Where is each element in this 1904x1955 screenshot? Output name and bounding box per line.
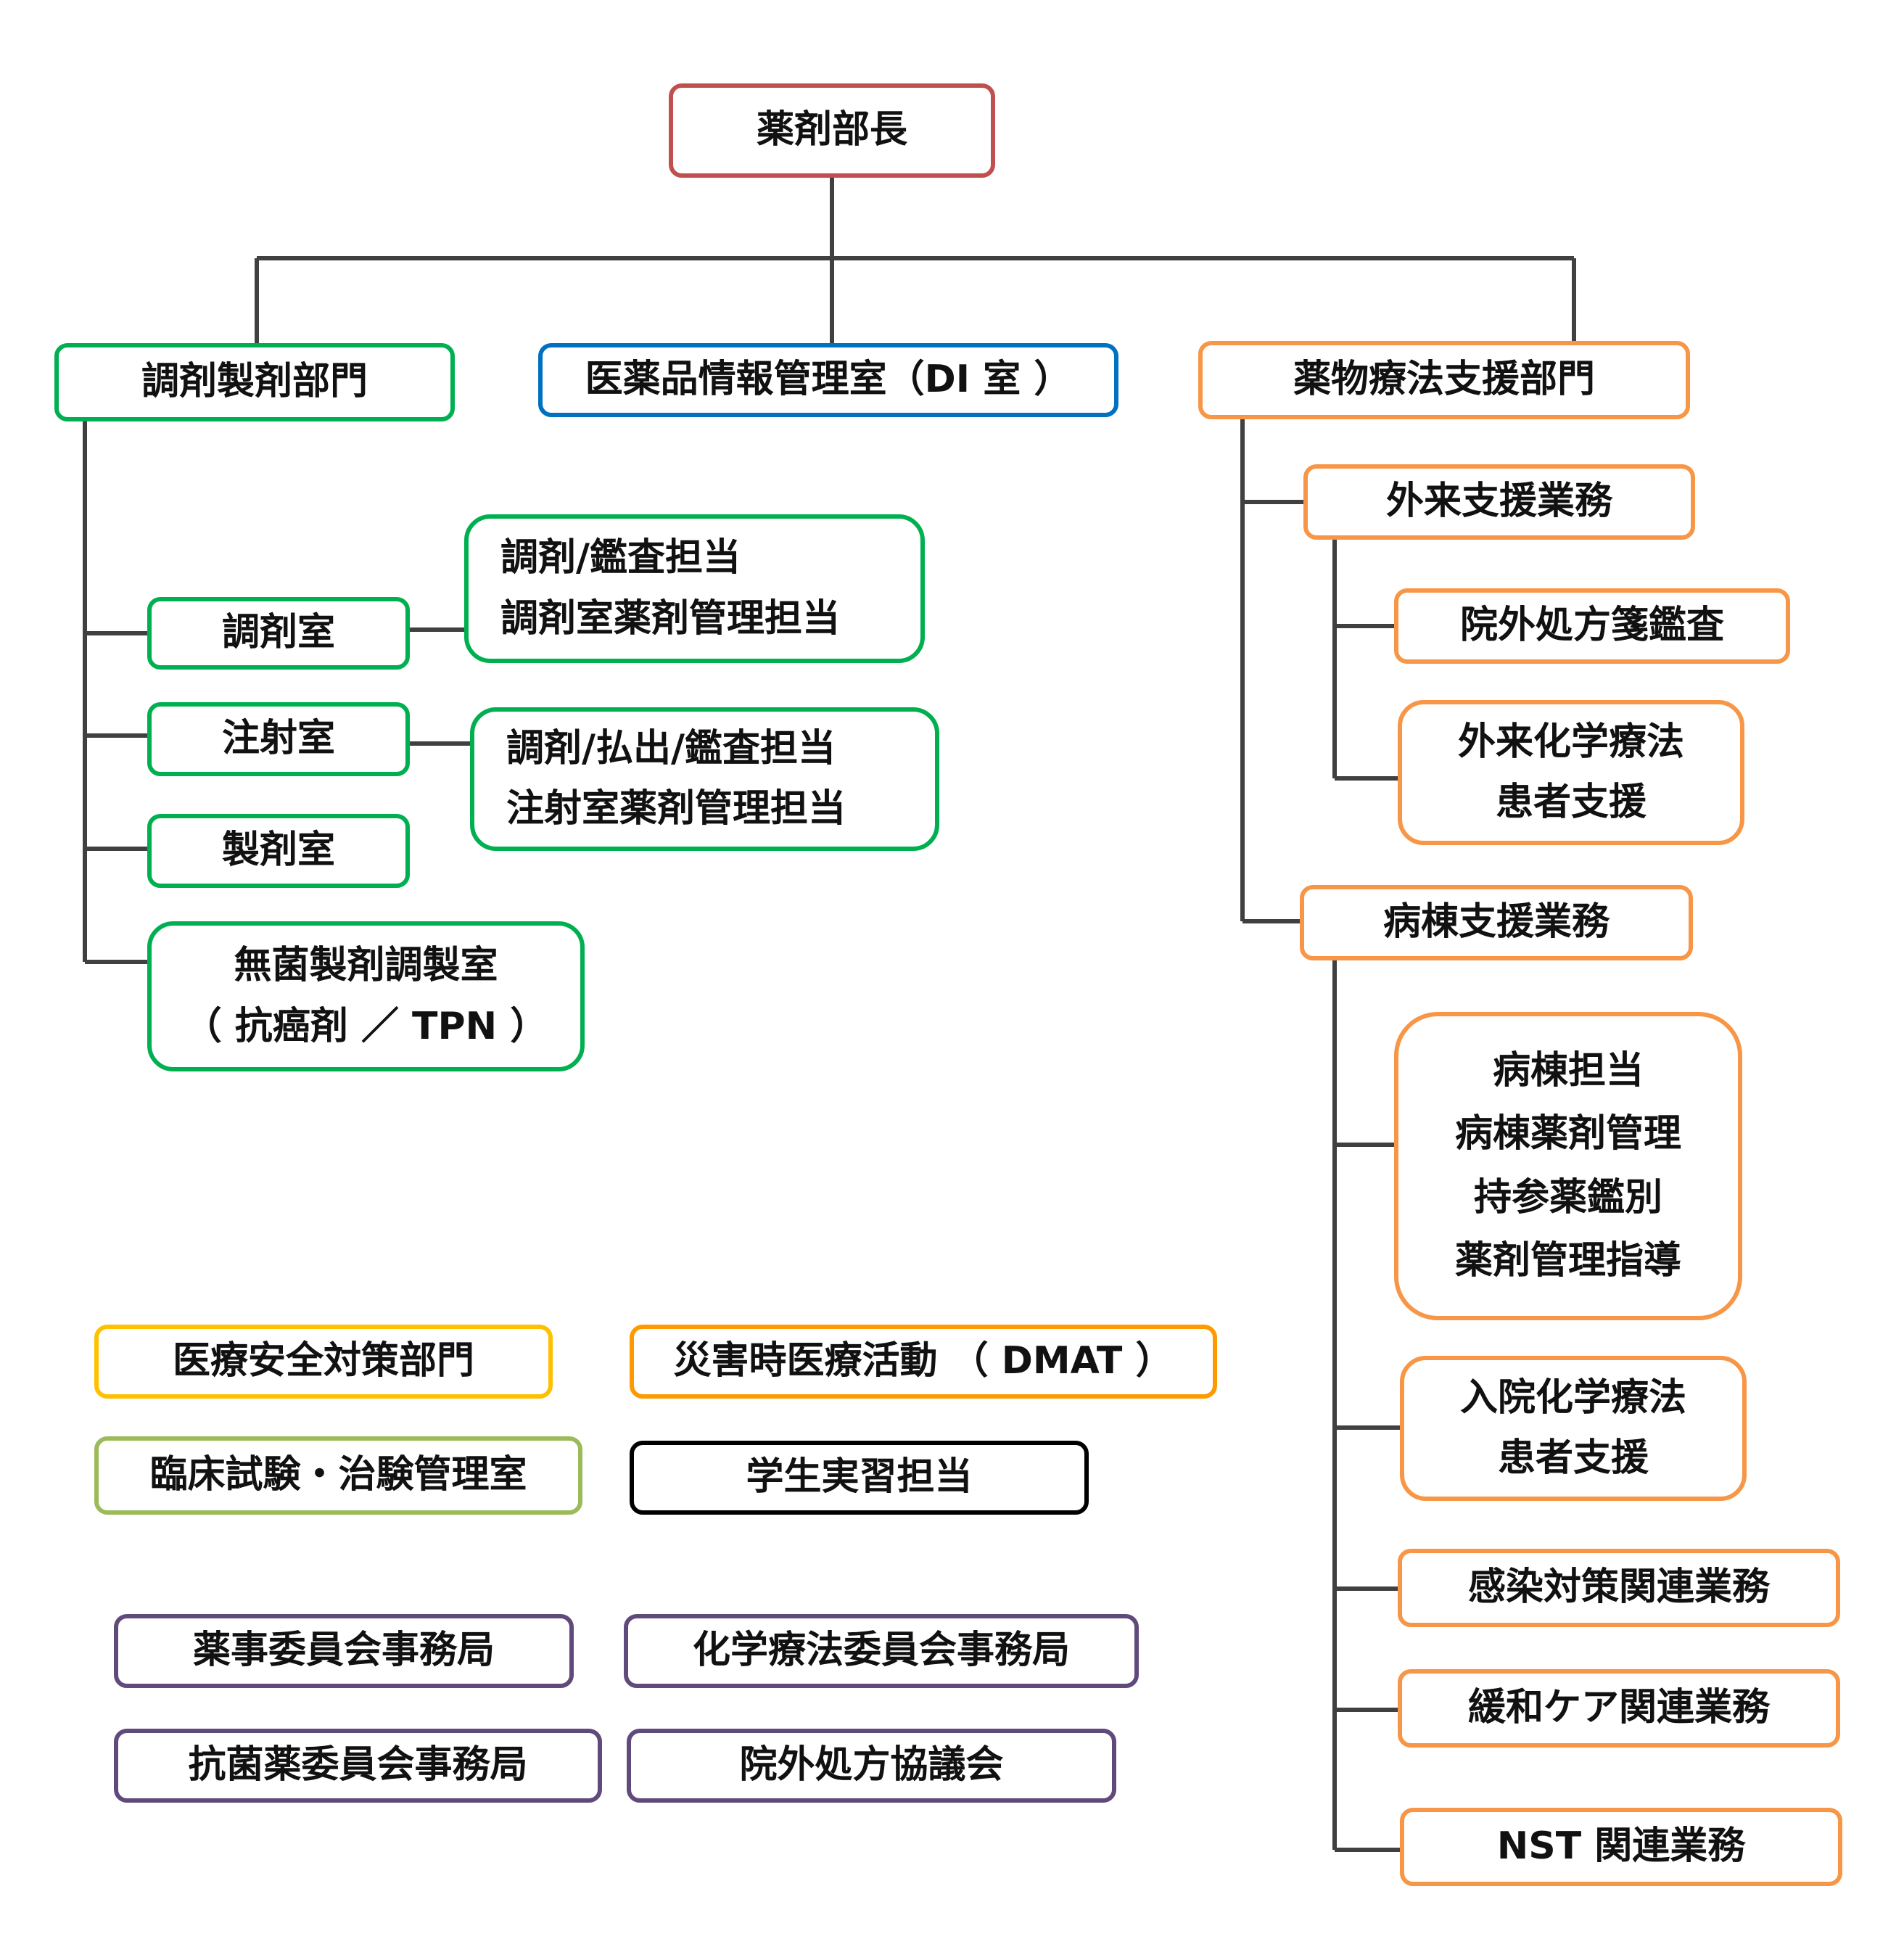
outpatient-chemo-box: 外来化学療法 患者支援 (1398, 700, 1744, 845)
preparation-room-label: 製剤室 (221, 828, 335, 873)
ward-support-label: 病棟支援業務 (1382, 900, 1610, 944)
injection-room-tasks-box: 調剤/払出/鑑査担当 注射室薬剤管理担当 (470, 707, 939, 851)
injection-task-2: 注射室薬剤管理担当 (506, 787, 846, 831)
therapy-dept-label: 薬物療法支援部門 (1293, 358, 1595, 402)
clinical-trial-box: 臨床試験・治験管理室 (94, 1436, 582, 1515)
infection-control-box: 感染対策関連業務 (1398, 1549, 1840, 1627)
inpatient-chemo-label: 入院化学療法 (1459, 1375, 1686, 1420)
nst-box: NST 関連業務 (1400, 1808, 1842, 1886)
dispensing-dept-box: 調剤製剤部門 (54, 343, 455, 421)
antibiotic-committee-label: 抗菌薬委員会事務局 (188, 1743, 528, 1787)
ward-tasks-box: 病棟担当 病棟薬剤管理 持参薬鑑別 薬剤管理指導 (1394, 1012, 1742, 1320)
antibiotic-committee-box: 抗菌薬委員会事務局 (114, 1729, 602, 1803)
injection-room-label: 注射室 (221, 717, 335, 761)
ward-task-2: 病棟薬剤管理 (1454, 1112, 1681, 1156)
prescription-audit-label: 院外処方箋鑑査 (1459, 604, 1724, 648)
outpatient-chemo-sub: 患者支援 (1495, 781, 1647, 824)
outside-prescription-council-label: 院外処方協議会 (739, 1743, 1004, 1787)
sterile-room-box: 無菌製剤調製室 （ 抗癌剤 ／ TPN ） (147, 921, 585, 1071)
director-label: 薬剤部長 (756, 108, 907, 152)
director-box: 薬剤部長 (669, 83, 995, 178)
chemo-committee-box: 化学療法委員会事務局 (624, 1614, 1139, 1688)
dmat-label: 災害時医療活動 （ DMAT ） (673, 1339, 1174, 1383)
dmat-box: 災害時医療活動 （ DMAT ） (630, 1325, 1217, 1399)
inpatient-chemo-sub: 患者支援 (1497, 1436, 1649, 1480)
chemo-committee-label: 化学療法委員会事務局 (692, 1629, 1070, 1673)
ward-support-box: 病棟支援業務 (1300, 885, 1693, 960)
sterile-room-label: 無菌製剤調製室 (234, 944, 498, 988)
dispensing-task-1: 調剤/鑑査担当 (500, 536, 741, 580)
therapy-dept-box: 薬物療法支援部門 (1198, 341, 1690, 419)
palliative-care-label: 緩和ケア関連業務 (1467, 1686, 1770, 1730)
dispensing-task-2: 調剤室薬剤管理担当 (500, 596, 841, 641)
ward-task-4: 薬剤管理指導 (1454, 1238, 1681, 1283)
ward-task-1: 病棟担当 (1492, 1048, 1644, 1092)
injection-room-box: 注射室 (147, 702, 410, 776)
outpatient-support-box: 外来支援業務 (1303, 464, 1695, 540)
di-room-label: 医薬品情報管理室（DI 室 ） (585, 358, 1072, 402)
pharmacy-committee-label: 薬事委員会事務局 (192, 1629, 495, 1673)
dispensing-dept-label: 調剤製剤部門 (141, 360, 368, 404)
palliative-care-box: 緩和ケア関連業務 (1398, 1669, 1840, 1748)
sterile-room-sub: （ 抗癌剤 ／ TPN ） (184, 1004, 548, 1048)
student-training-box: 学生実習担当 (630, 1441, 1089, 1515)
di-room-box: 医薬品情報管理室（DI 室 ） (538, 343, 1118, 417)
medical-safety-label: 医療安全対策部門 (172, 1339, 474, 1383)
dispensing-room-label: 調剤室 (221, 611, 335, 655)
outside-prescription-council-box: 院外処方協議会 (627, 1729, 1116, 1803)
outpatient-support-label: 外来支援業務 (1385, 480, 1612, 524)
ward-task-3: 持参薬鑑別 (1473, 1175, 1662, 1219)
injection-task-1: 調剤/払出/鑑査担当 (506, 726, 836, 770)
outpatient-chemo-label: 外来化学療法 (1457, 720, 1684, 764)
nst-label: NST 関連業務 (1496, 1824, 1746, 1869)
clinical-trial-label: 臨床試験・治験管理室 (149, 1453, 527, 1497)
pharmacy-committee-box: 薬事委員会事務局 (114, 1614, 574, 1688)
dispensing-room-box: 調剤室 (147, 597, 410, 670)
student-training-label: 学生実習担当 (746, 1455, 973, 1499)
preparation-room-box: 製剤室 (147, 814, 410, 888)
inpatient-chemo-box: 入院化学療法 患者支援 (1400, 1356, 1747, 1501)
infection-control-label: 感染対策関連業務 (1467, 1565, 1770, 1610)
prescription-audit-box: 院外処方箋鑑査 (1394, 588, 1790, 664)
medical-safety-box: 医療安全対策部門 (94, 1325, 553, 1399)
dispensing-room-tasks-box: 調剤/鑑査担当 調剤室薬剤管理担当 (464, 514, 925, 663)
